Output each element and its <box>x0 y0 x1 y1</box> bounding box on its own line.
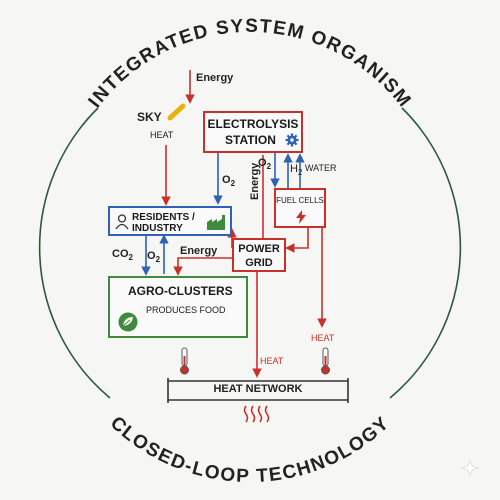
fuel-cells-box: FUEL CELLS <box>274 188 326 228</box>
agro-clusters-box: AGRO-CLUSTERS PRODUCES FOOD <box>108 276 248 338</box>
energy-to-agro-arrow <box>173 257 232 276</box>
agro-clusters-label: AGRO-CLUSTERS <box>128 284 233 298</box>
electrolysis-label-line1: ELECTROLYSIS <box>207 117 299 131</box>
co2-label: CO2 <box>112 248 133 263</box>
outer-circle-right <box>389 107 462 399</box>
water-label: WATER <box>305 163 337 173</box>
residents-label: RESIDENTS / INDUSTRY <box>132 212 195 234</box>
electrolysis-station-box: ELECTROLYSIS STATION <box>203 111 303 153</box>
power-grid-label-line2: GRID <box>245 257 273 269</box>
sparkle-icon <box>460 458 480 478</box>
title-top: INTEGRATED SYSTEM ORGANISM <box>85 16 416 112</box>
fuelcell-to-grid-arrow <box>285 228 309 253</box>
heat-sky-label: HEAT <box>150 130 174 140</box>
o2-label-right: O2 <box>258 157 272 172</box>
heat-waves-icon <box>243 405 270 423</box>
fuel-cells-label: FUEL CELLS <box>276 196 324 205</box>
residents-industry-box: RESIDENTS / INDUSTRY <box>108 206 232 236</box>
electrolysis-label-line2: STATION <box>225 133 276 147</box>
lightning-icon <box>296 210 306 224</box>
heat-network-label: HEAT NETWORK <box>213 383 303 395</box>
o2-agro-label: O2 <box>147 250 161 265</box>
h2-label: H2 <box>290 163 303 178</box>
outer-circle-left <box>38 107 111 399</box>
energy-label-top: Energy <box>196 72 234 84</box>
thermometer-icon-right <box>321 347 330 375</box>
sky-label: SKY <box>137 110 162 124</box>
power-grid-label-line1: POWER <box>238 243 280 255</box>
factory-icon <box>207 215 225 230</box>
o2-label-left: O2 <box>222 174 236 189</box>
title-bottom: CLOSED-LOOP TECHNOLOGY <box>106 413 394 488</box>
heat-grid-label: HEAT <box>260 356 284 366</box>
power-grid-box: POWER GRID <box>232 238 286 272</box>
person-icon <box>115 214 129 230</box>
heat-fuel-label: HEAT <box>311 333 335 343</box>
energy-label-grid: Energy <box>180 245 218 257</box>
leaf-icon <box>118 312 138 332</box>
produces-food-label: PRODUCES FOOD <box>146 305 226 315</box>
gear-icon <box>285 133 299 147</box>
sun-icon <box>167 103 186 121</box>
energy-label-vertical: Energy <box>249 162 261 200</box>
thermometer-icon-left <box>180 347 189 375</box>
